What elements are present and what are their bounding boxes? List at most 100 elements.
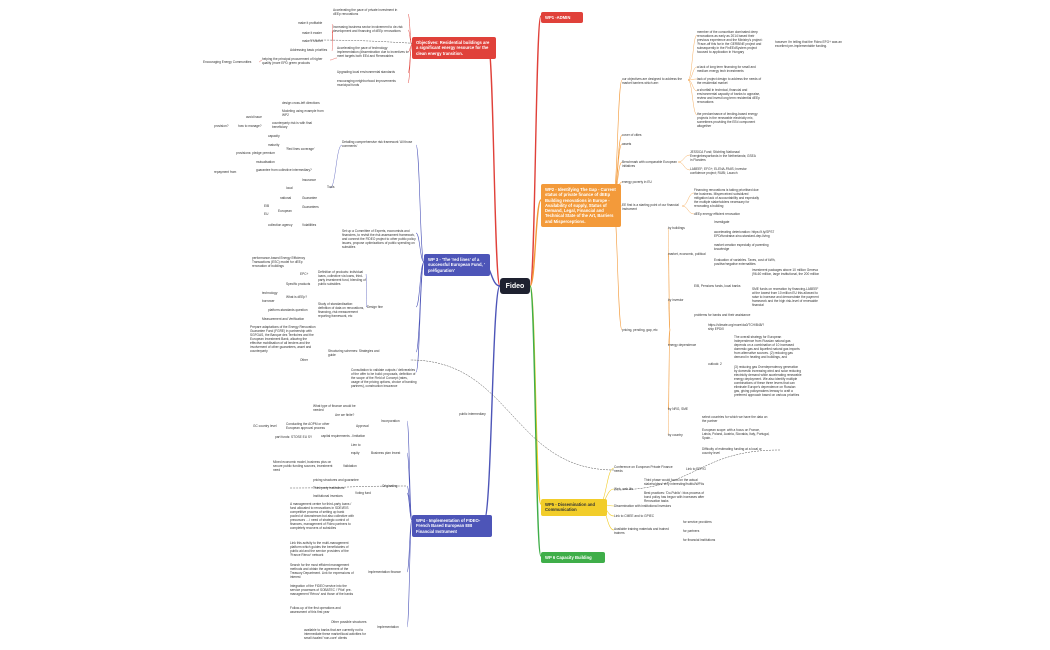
wp2-subnode[interactable]: accelerating deterioration: https://t.ly… (714, 230, 775, 238)
wp4-subnode[interactable]: equity (351, 451, 360, 455)
wp4-subnode[interactable]: Mixed economic model, business plus on s… (273, 460, 333, 472)
wp2-barrier[interactable]: member of the consortium dominated deep … (697, 30, 763, 54)
wp3-subnode[interactable]: provision? (214, 124, 229, 128)
wp4-subnode[interactable]: Conducting the AOPM or other European ap… (286, 422, 330, 430)
wp2-subnode[interactable]: SME funds on recreation by financing-LAB… (752, 287, 819, 307)
wp3-subnode[interactable]: Modeling using example from WP2 (282, 109, 324, 117)
wp4-subnode[interactable]: Other possible structures (331, 620, 367, 624)
wp4-subnode[interactable]: Approval (356, 424, 369, 428)
wp2-subnode[interactable]: Financing renovations is taking prioriti… (694, 188, 760, 208)
wp3-subnode[interactable]: guarantee from collective intermediary? (256, 168, 312, 172)
wp2-node[interactable]: by NRG, SME (668, 407, 689, 411)
wp2-subnode[interactable]: The overall strategy for European Indepe… (734, 335, 800, 359)
wp2-barrier[interactable]: the predominance of lending-based energy… (697, 112, 758, 128)
wp3-subnode[interactable]: 'Red lines coverage' (286, 147, 315, 151)
wp4-subnode[interactable]: What type of finance would be needed (313, 404, 356, 412)
wp3-subnode[interactable]: local (286, 186, 293, 190)
objectives-branch[interactable]: Objectives: Residential buildings are a … (412, 37, 496, 59)
wp4-subnode[interactable]: available to banks that are currently no… (304, 628, 367, 640)
wp2-subnode[interactable]: problems for banks and their assistance (694, 313, 751, 317)
wp4-subnode[interactable]: pricing structures and guarantee (313, 478, 359, 482)
wp3-subnode[interactable]: counterparty risk is with final benefici… (272, 121, 313, 129)
wp5-subnode[interactable]: Link to EEFIG (686, 467, 706, 471)
wp3-node[interactable]: Design fine (367, 305, 383, 309)
wp4-node[interactable]: Originating (382, 484, 398, 488)
wp4-subnode[interactable]: Integration of the FIDEO service into th… (290, 584, 354, 596)
wp4-node[interactable]: Incorporation (381, 419, 400, 423)
wp3-subnode[interactable]: technology (262, 291, 278, 295)
wp3-subnode[interactable]: Structuring schemes: Strategies and guid… (328, 349, 380, 357)
central-topic-fideo[interactable]: Fideo (500, 278, 530, 294)
wp6-branch[interactable]: WP 6 Capacity Building (541, 552, 605, 564)
wp3-node[interactable]: Detailing comprehensive risk framework '… (342, 140, 413, 148)
wp4-subnode[interactable]: A management centre for third-party loan… (290, 502, 354, 530)
wp4-subnode[interactable]: Validation (343, 464, 357, 468)
wp3-subnode[interactable]: Specific products (286, 282, 311, 286)
wp3-subnode[interactable]: Volatilities (302, 223, 317, 227)
wp2-node[interactable]: market, economic, political (668, 252, 706, 256)
wp4-node[interactable]: Implementation (377, 625, 399, 629)
wp3-subnode[interactable]: Other (300, 358, 308, 362)
wp4-node[interactable]: Business plan Invest (371, 451, 401, 455)
wp2-subnode[interactable]: select countries for which we have the d… (702, 415, 768, 423)
wp3-subnode[interactable]: how to manage? (238, 124, 262, 128)
wp2-node[interactable]: energy dependence (668, 343, 697, 347)
wp2-subnode[interactable]: Investigate (714, 220, 730, 224)
wp2-barrier[interactable]: a lack of long term financing for small … (697, 65, 756, 73)
wp3-subnode[interactable]: platform-standards question (268, 308, 308, 312)
wp3-branch[interactable]: WP 3 - 'The 'red lines' of a successful … (424, 254, 490, 276)
wp3-subnode[interactable]: EU (264, 212, 269, 216)
wp3-subnode[interactable]: Prepare adaptations of the Energy Renova… (250, 325, 316, 353)
objective-subitem[interactable]: make it easier (302, 31, 322, 35)
objective-item[interactable]: encouraging neighborhood improvements mu… (337, 79, 396, 87)
wp3-subnode[interactable]: Tools (327, 185, 335, 189)
wp5-subnode[interactable]: Third phase would focus on the actual st… (644, 478, 705, 486)
wp3-subnode[interactable]: Guarantees (302, 205, 319, 209)
wp3-subnode[interactable]: capacity (268, 134, 280, 138)
wp1-branch[interactable]: WP1 -ADMIN (541, 12, 583, 24)
wp2-subnode[interactable]: outlook: 2 (708, 362, 722, 366)
wp2-subnode[interactable]: dEEp energy efficient renovation (694, 212, 741, 216)
wp5-subnode[interactable]: for partners (683, 529, 700, 533)
wp4-branch[interactable]: WP4 - Implementation of FIDEO-French Bas… (412, 515, 492, 537)
wp2-node[interactable]: Benchmark with comparable European initi… (622, 160, 677, 168)
wp4-subnode[interactable]: GC country level (253, 424, 277, 428)
objective-subitem[interactable]: helping the principal procurement of hig… (262, 57, 323, 65)
wp3-node[interactable]: Set up a Committee of Experts, economist… (342, 229, 416, 249)
objective-item[interactable]: Accelerating the pace of technology impl… (337, 46, 409, 58)
wp2-node[interactable]: our objectives are designed to address t… (622, 77, 683, 85)
wp3-subnode[interactable]: Insurance (302, 178, 316, 182)
objective-item[interactable]: Accelerating the pace of private investm… (333, 8, 398, 16)
wp2-benchmark[interactable]: LABEEF; EFG+; ELENA-PAIIS; Investor conf… (690, 167, 747, 175)
wp3-subnode[interactable]: maturity (268, 143, 280, 147)
wp2-branch[interactable]: WP2 - Identifying The Gap - Current stat… (541, 184, 621, 227)
wp2-barrier[interactable]: lack of project design to address the ne… (697, 77, 762, 85)
objective-subitem[interactable]: Encouraging Energy Communities (203, 60, 252, 64)
wp3-subnode[interactable]: borrower (262, 299, 275, 303)
objective-subitem[interactable]: make it shorter (302, 39, 324, 43)
wp4-subnode[interactable]: capital requirements - limitation (321, 434, 366, 438)
wp5-node[interactable]: Available training materials and trained… (614, 527, 669, 535)
wp3-subnode[interactable]: design cross-left directions (282, 101, 320, 105)
wp5-node[interactable]: Link to CMEE and to GPIEC (614, 514, 655, 518)
wp5-node[interactable]: Conference on European Private Finance n… (614, 465, 673, 473)
wp2-node[interactable]: EE first is a starting point of our fina… (622, 203, 679, 211)
wp2-node[interactable]: energy poverty in EU (622, 180, 652, 184)
wp4-node[interactable]: Voting fund (355, 491, 371, 495)
wp3-subnode[interactable]: performance-based Energy Efficiency Tran… (252, 256, 306, 268)
wp4-subnode[interactable]: Search for the most efficient management… (290, 563, 354, 579)
wp4-subnode[interactable]: part funds: STOSE EU SY (275, 435, 313, 439)
wp3-subnode[interactable]: Measurement and Verification (262, 317, 305, 321)
wp4-subnode[interactable]: Link this activity to the multi-manageme… (290, 541, 349, 557)
wp3-node[interactable]: Consultation to validate outputs / deliv… (351, 368, 417, 388)
wp4-node[interactable]: Implementation finance (368, 570, 401, 574)
wp2-node[interactable]: cover of cities (622, 133, 642, 137)
wp3-subnode[interactable]: EIB (264, 204, 270, 208)
wp2-node[interactable]: pricing, pending, gap, etc (622, 328, 658, 332)
objective-subitem[interactable]: make it profitable (298, 21, 323, 25)
wp3-subnode[interactable]: mutualisation (256, 160, 275, 164)
wp4-subnode[interactable]: Third-party institutions (313, 486, 345, 490)
wp4-subnode[interactable]: Institutional investors (313, 494, 343, 498)
wp3-subnode[interactable]: Guarantee (302, 196, 318, 200)
wp5-subnode[interactable]: for financial institutions (683, 538, 716, 542)
